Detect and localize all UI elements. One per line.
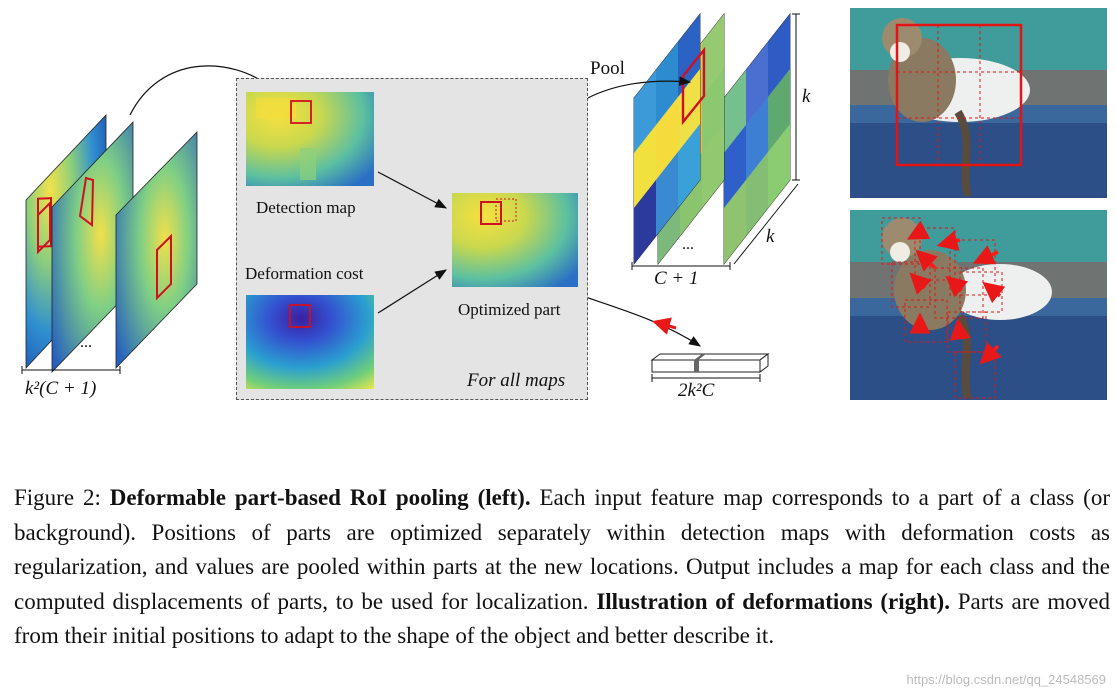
input-ellipsis: ... [80,334,92,351]
watermark: https://blog.csdn.net/qq_24548569 [906,672,1107,687]
caption-bold-right: Illustration of deformations (right). [596,588,950,614]
deformation-illustration-top [850,8,1107,198]
optimized-part-label: Optimized part [458,300,561,319]
caption-prefix: Figure 2: [14,485,110,510]
pool-label: Pool [590,58,625,79]
displacement-dim-label: 2k²C [678,380,715,401]
deformation-cost-image [246,295,374,389]
detection-map-label: Detection map [256,198,356,217]
figure-caption: Figure 2: Deformable part-based RoI pool… [14,481,1110,654]
caption-text-left: Each input feature map corresponds to a … [14,485,1110,614]
optimized-part-image [452,193,578,287]
k-depth-label: k [766,226,775,247]
caption-bold-left: Deformable part-based RoI pooling (left)… [109,485,531,510]
for-all-maps-label: For all maps [467,370,566,391]
figure-diagram [21,8,1107,400]
caption-text-right: Parts are moved from their initial posit… [14,588,1110,649]
output-ellipsis: ... [682,236,694,253]
k-height-label: k [802,86,811,107]
output-dim-label: C + 1 [654,268,699,289]
input-dim-label: k²(C + 1) [25,378,97,399]
input-feature-maps [21,113,198,374]
displacement-vector [650,353,770,382]
detection-map-image [246,92,374,186]
deformation-illustration-bottom [850,210,1107,400]
panel-heatmaps [246,92,578,389]
deformation-cost-label: Deformation cost [245,264,364,283]
